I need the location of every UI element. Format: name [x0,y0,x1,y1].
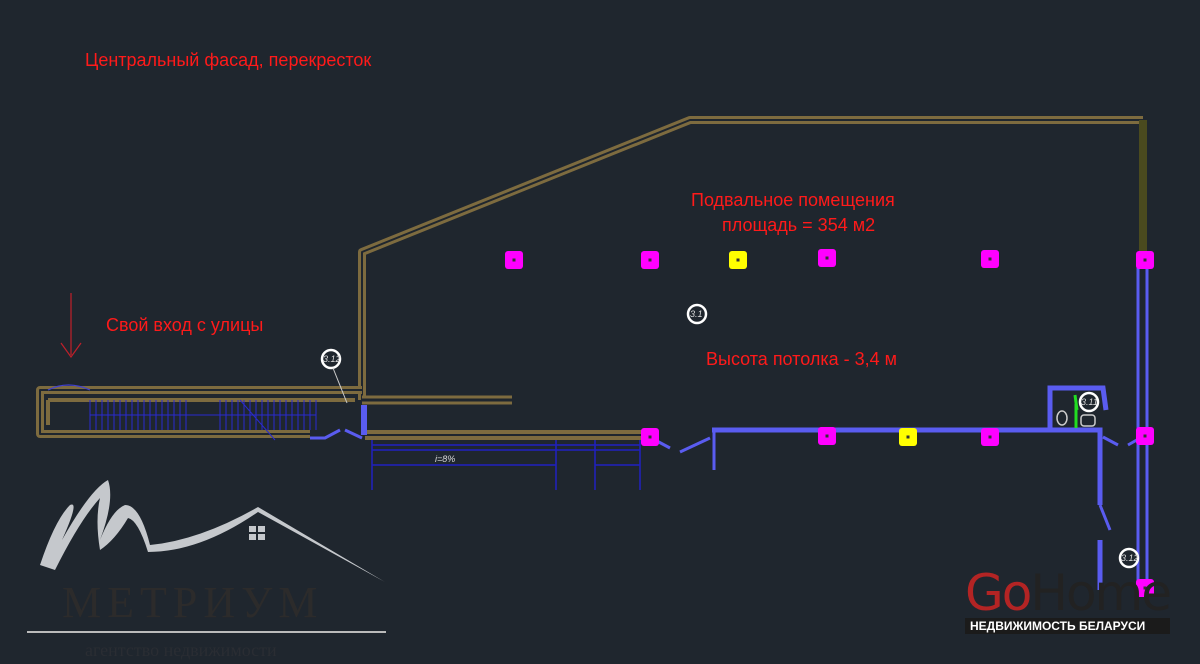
svg-text:агентство недвижимости: агентство недвижимости [85,640,277,660]
toilet-fixtures [1056,410,1096,427]
room-tag: 3.12 [1118,547,1140,569]
columns [505,249,1154,597]
room-tags: 3.1 3.12 3.11 3.12 [320,303,1140,569]
gohome-tagline: НЕДВИЖИМОСТЬ БЕЛАРУСИ [965,618,1170,634]
room-tag: 3.11 [1078,391,1100,413]
entrance-arrow-icon [47,293,91,391]
area-label: площадь = 354 м2 [722,215,876,235]
column-center [988,257,992,261]
column-center [906,435,910,439]
svg-text:МЕТРИУМ: МЕТРИУМ [62,578,323,627]
column-center [736,258,740,262]
column-center [1143,434,1147,438]
metrium-logo: МЕТРИУМ агентство недвижимости [27,480,386,660]
column-center [648,435,652,439]
column-center [988,435,992,439]
entrance-note: Свой вход с улицы [106,315,264,335]
gohome-logo: GoHome НЕДВИЖИМОСТЬ БЕЛАРУСИ [965,564,1172,634]
exterior-walls [36,116,1147,440]
svg-text:3.12: 3.12 [1121,553,1139,563]
stairs [89,399,317,441]
slope-label: i=8% [435,454,455,464]
gohome-home: Home [1030,564,1172,622]
column-center [825,256,829,260]
dimension-lines: i=8% [371,440,641,490]
gohome-go: Go [965,564,1032,622]
facade-note: Центральный фасад, перекресток [85,50,372,70]
column-center [1143,586,1147,590]
room-tag: 3.1 [686,303,708,325]
room-tag: 3.12 [320,348,342,370]
column-center [1143,258,1147,262]
plan-title: Подвальное помещения [691,190,895,210]
column-center [648,258,652,262]
ceiling-height-note: Высота потолка - 3,4 м [706,349,898,369]
partitions [310,262,1149,590]
svg-text:3.1: 3.1 [690,309,703,319]
svg-text:3.11: 3.11 [1081,397,1098,407]
svg-text:3.12: 3.12 [323,354,341,364]
column-center [825,434,829,438]
column-center [512,258,516,262]
